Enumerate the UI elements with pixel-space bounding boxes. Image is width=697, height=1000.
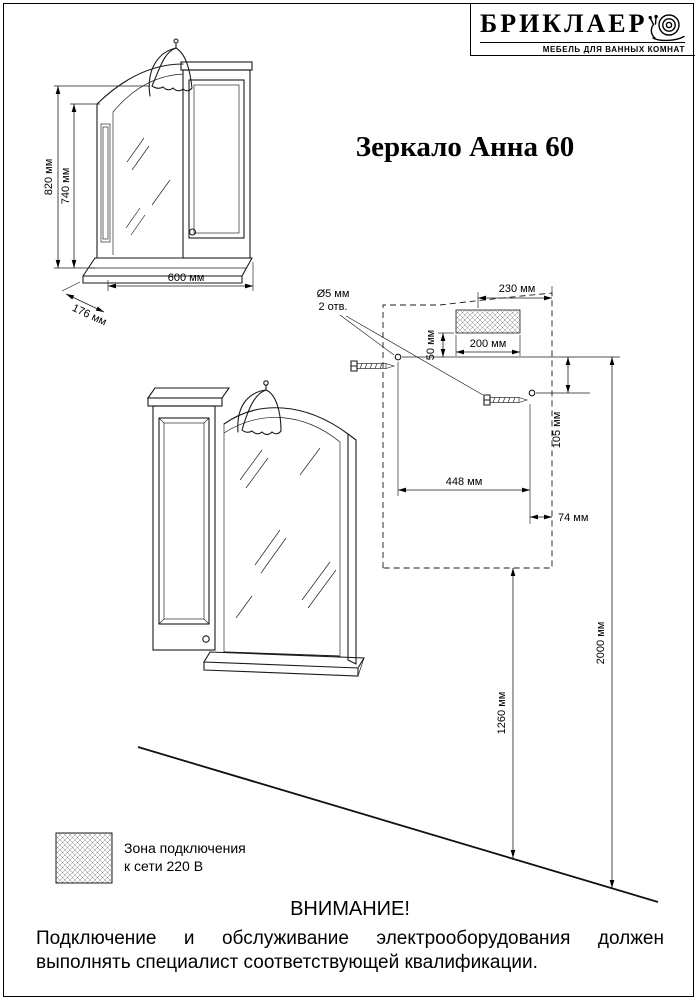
hole-diameter-label: Ø5 мм	[317, 288, 350, 300]
brand-logo: БРИКЛАЕР МЕБЕЛЬ ДЛЯ ВАННЫХ КОМНАТ	[470, 3, 695, 56]
dim-2000-label: 2000 мм	[595, 622, 607, 665]
dim-1260-label: 1260 мм	[496, 692, 508, 735]
shelf	[203, 651, 365, 677]
legend: Зона подключения к сети 220 В	[55, 832, 246, 884]
brand-name: БРИКЛАЕР	[480, 9, 648, 38]
base	[82, 257, 253, 284]
logo-divider	[480, 42, 685, 43]
perspective-drawing	[146, 380, 365, 677]
floor-line	[137, 746, 659, 903]
mirror-reflections-front	[125, 137, 171, 236]
mirror-reflections-large	[235, 447, 337, 619]
snail-icon	[648, 14, 685, 42]
mounting-hole-right	[528, 389, 536, 397]
connection-zone-box	[455, 309, 521, 334]
warning-text: Подключение и обслуживание электрооборуд…	[36, 928, 664, 973]
cabinet-knob-large	[202, 635, 210, 643]
cabinet-knob	[188, 228, 197, 236]
legend-line1: Зона подключения	[124, 840, 246, 856]
screw-right	[483, 394, 529, 406]
dim-width-label: 600 мм	[168, 272, 205, 284]
dim-50-label: 50 мм	[425, 330, 437, 360]
front-view-drawing: 820 мм 740 мм 600 мм 176 мм	[43, 38, 254, 328]
dim-230-label: 230 мм	[499, 283, 536, 295]
product-title: Зеркало Анна 60	[355, 131, 575, 163]
dim-105-label: 105 мм	[551, 412, 563, 449]
dim-depth-label: 176 мм	[70, 302, 108, 328]
legend-swatch	[55, 832, 113, 884]
brand-tagline: МЕБЕЛЬ ДЛЯ ВАННЫХ КОМНАТ	[542, 45, 685, 54]
front-view-dimensions: 820 мм 740 мм 600 мм 176 мм	[43, 85, 254, 328]
warning-block: ВНИМАНИЕ! Подключение и обслуживание эле…	[36, 898, 664, 975]
screw-left	[350, 360, 396, 372]
lamp-front	[148, 38, 193, 97]
mirror-outline-dashed	[382, 292, 553, 569]
mounting-diagram: 230 мм 200 мм 50 мм	[317, 283, 620, 888]
dim-448-label: 448 мм	[446, 476, 483, 488]
dim-height-mirror-label: 740 мм	[60, 168, 72, 205]
dim-height-total-label: 820 мм	[43, 159, 55, 196]
lamp-large	[237, 380, 282, 436]
mounting-hole-left	[394, 353, 402, 361]
legend-line2: к сети 220 В	[124, 858, 203, 874]
hole-count-label: 2 отв.	[319, 301, 348, 313]
warning-title: ВНИМАНИЕ!	[290, 898, 410, 920]
dim-200-label: 200 мм	[470, 338, 507, 350]
dim-74-label: 74 мм	[558, 512, 588, 524]
